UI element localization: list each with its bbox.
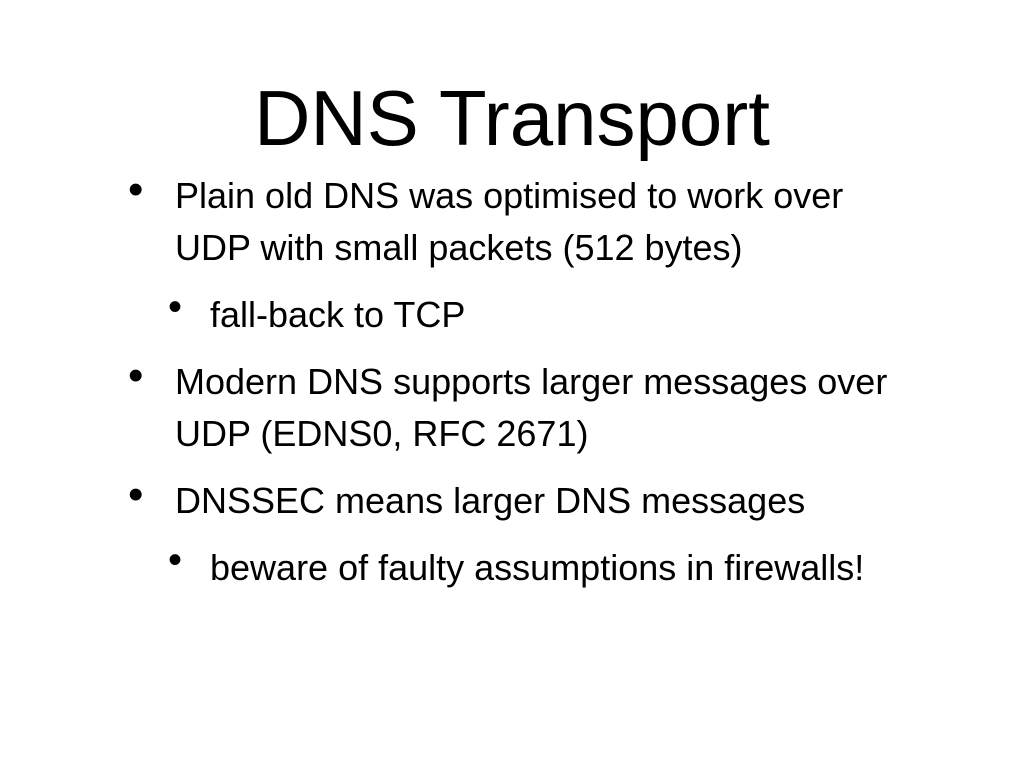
slide-title: DNS Transport xyxy=(254,74,770,162)
bullet-dot-icon: • xyxy=(168,285,183,329)
sub-bullet-text: beware of faulty assumptions in firewall… xyxy=(210,547,865,588)
bullet-item: • Modern DNS supports larger messages ov… xyxy=(128,351,928,460)
bullet-dot-icon: • xyxy=(128,351,144,400)
bullet-dot-icon: • xyxy=(128,165,144,214)
bullet-dot-icon: • xyxy=(168,538,183,582)
sub-bullet-item: • beware of faulty assumptions in firewa… xyxy=(128,538,928,594)
sub-bullet-text: fall-back to TCP xyxy=(210,294,466,335)
bullet-text: Modern DNS supports larger messages over… xyxy=(175,361,888,454)
sub-bullet-item: • fall-back to TCP xyxy=(128,285,928,341)
bullet-text: DNSSEC means larger DNS messages xyxy=(175,480,806,521)
bullet-item: • Plain old DNS was optimised to work ov… xyxy=(128,165,928,274)
bullet-dot-icon: • xyxy=(128,470,144,519)
bullet-item: • DNSSEC means larger DNS messages xyxy=(128,470,928,527)
bullet-list: • Plain old DNS was optimised to work ov… xyxy=(128,165,928,609)
bullet-text: Plain old DNS was optimised to work over… xyxy=(175,175,844,268)
